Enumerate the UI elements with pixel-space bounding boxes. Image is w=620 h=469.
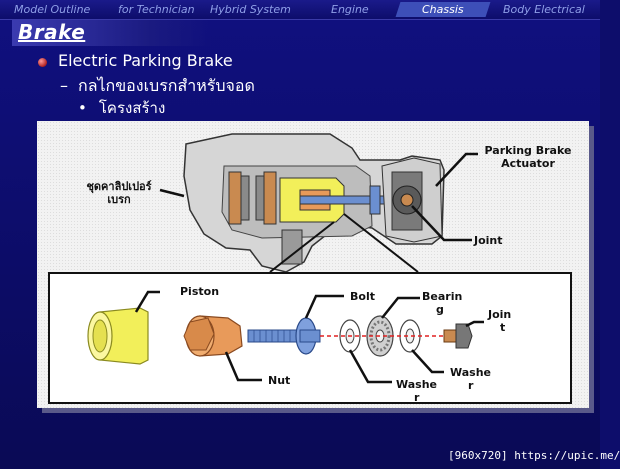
bullet-dash: – <box>60 76 68 95</box>
washer-left-label-line2: r <box>414 391 420 404</box>
nav-item-model-outline[interactable]: Model Outline <box>14 3 91 16</box>
washer-left-label-line1: Washe <box>396 378 438 391</box>
washer-left-label: Washe r <box>396 378 437 404</box>
page-title: Brake <box>18 20 86 44</box>
actuator-label: Parking Brake Actuator <box>480 144 576 170</box>
caliper-label-line2: เบรก <box>107 193 131 206</box>
nav-item-engine[interactable]: Engine <box>331 3 369 16</box>
washer-right-label-line2: r <box>468 379 474 392</box>
inset-joint-label-line1: Join <box>488 308 512 321</box>
caliper-label-line1: ชุดคาลิปเปอร์ <box>86 180 152 193</box>
piston-label: Piston <box>180 285 220 298</box>
bearing-label: Bearin g <box>422 290 462 316</box>
washer-right-label: Washe r <box>450 366 491 392</box>
bullet-dot <box>38 58 47 67</box>
caliper-cutaway-drawing <box>159 133 478 273</box>
bearing-label-line1: Bearin <box>422 290 463 303</box>
image-source-watermark: [960x720] https://upic.me/ <box>448 449 620 462</box>
bolt-part <box>247 329 299 343</box>
bearing-label-line2: g <box>436 303 444 316</box>
top-navigation: Model Outline for Technician Hybrid Syst… <box>0 0 600 20</box>
bullet-level3: • โครงสร้าง <box>78 96 165 120</box>
joint-label: Joint <box>474 234 503 247</box>
exploded-view-drawing <box>87 290 484 384</box>
nav-item-hybrid-system[interactable]: Hybrid System <box>210 3 291 16</box>
nav-item-for-technician[interactable]: for Technician <box>118 3 195 16</box>
inset-joint-label: Join t <box>488 308 511 334</box>
nav-item-body-electrical[interactable]: Body Electrical <box>503 3 585 16</box>
bullet-level3-text: โครงสร้าง <box>98 99 166 117</box>
actuator-label-line1: Parking Brake <box>484 144 572 157</box>
bolt-label: Bolt <box>350 290 375 303</box>
nut-label: Nut <box>268 374 291 387</box>
caliper-label: ชุดคาลิปเปอร์ เบรก <box>74 180 164 206</box>
washer-right-label-line1: Washe <box>450 366 492 379</box>
joint-part <box>455 323 473 349</box>
title-highlight <box>12 20 212 46</box>
bullet-level2: –กลไกของเบรกสำหรับจอด <box>60 74 255 99</box>
actuator-label-line2: Actuator <box>501 157 555 170</box>
bullet-level1: Electric Parking Brake <box>58 51 233 70</box>
bullet-level2-text: กลไกของเบรกสำหรับจอด <box>78 76 255 95</box>
inset-joint-label-line2: t <box>500 321 506 334</box>
bullet-mark: • <box>78 99 87 117</box>
